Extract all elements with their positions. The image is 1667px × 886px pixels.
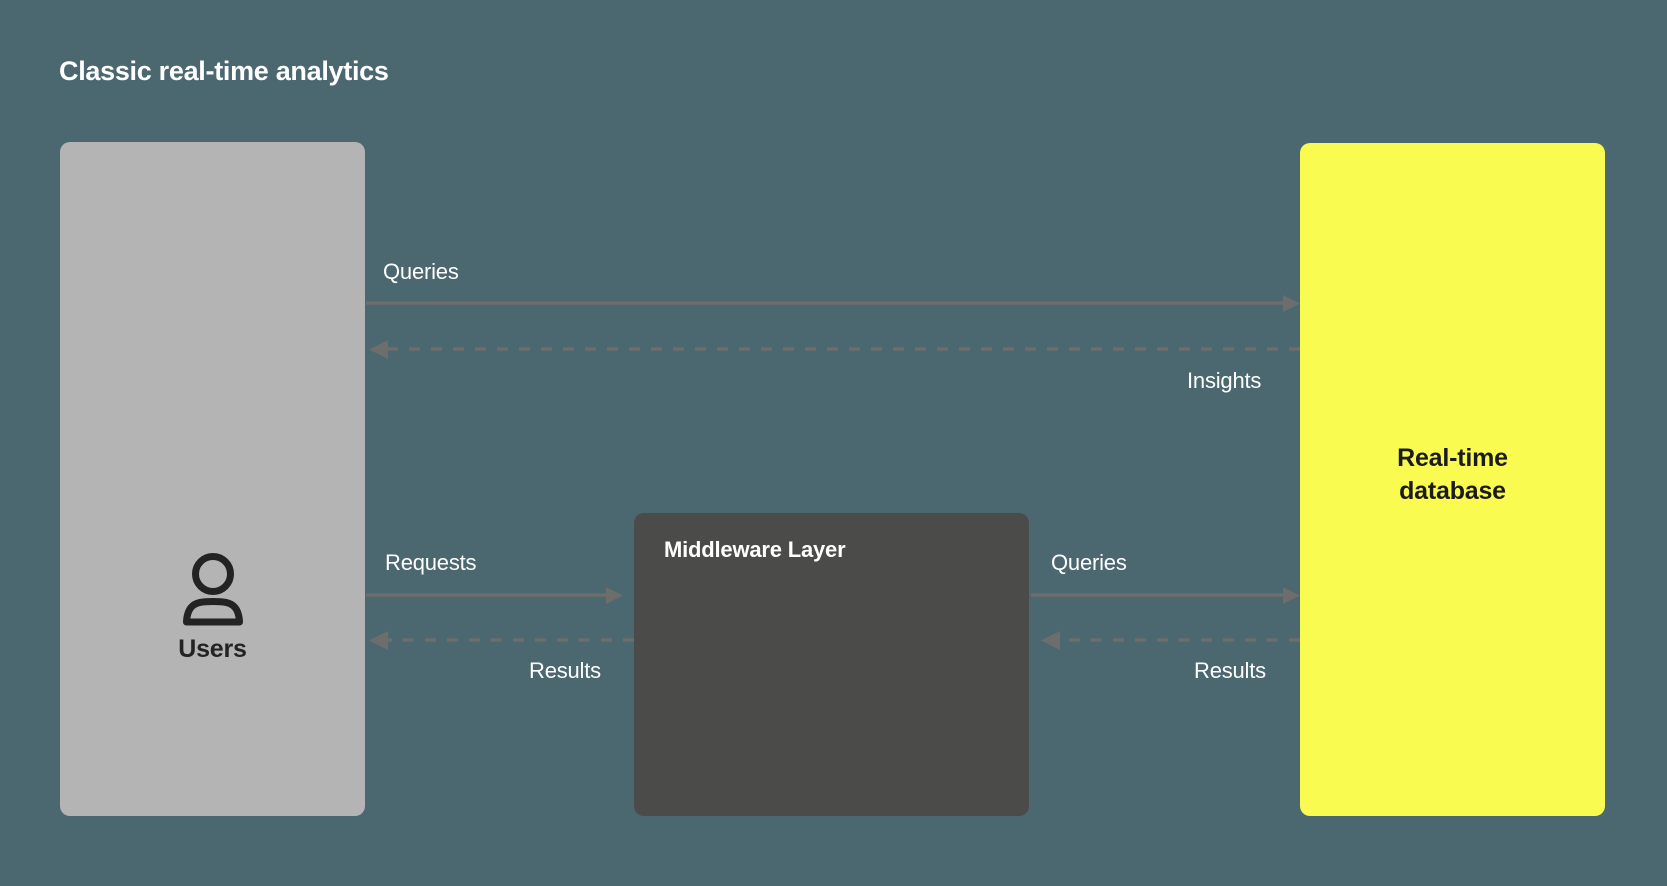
node-users[interactable]: Users: [60, 142, 365, 816]
node-label-database-line1: Real-time: [1397, 444, 1508, 472]
node-label-middleware: Middleware Layer: [664, 537, 846, 562]
edge-label-queries-middleware-database: Queries: [1051, 550, 1127, 575]
edge-label-queries-users-database: Queries: [383, 259, 459, 284]
edge-users-to-middleware-requests: [366, 587, 623, 604]
page-title: Classic real-time analytics: [59, 56, 389, 86]
node-middleware-layer[interactable]: Middleware Layer: [634, 513, 1029, 816]
edge-database-to-middleware-results: [1041, 631, 1300, 650]
edge-label-results-database-middleware: Results: [1194, 658, 1266, 683]
edge-middleware-to-users-results: [369, 631, 634, 650]
node-label-database: Real-time database: [1300, 442, 1605, 508]
edge-label-insights: Insights: [1187, 368, 1262, 393]
edge-users-to-database-queries: [366, 295, 1300, 312]
edge-label-requests: Requests: [385, 550, 477, 575]
node-label-database-line2: database: [1399, 477, 1506, 505]
edge-middleware-to-database-queries: [1031, 587, 1300, 604]
node-label-users: Users: [178, 635, 247, 663]
users-node-content: Users: [60, 551, 365, 664]
edge-database-to-users-insights: [369, 340, 1300, 359]
user-icon: [182, 553, 243, 626]
edge-label-results-middleware-users: Results: [529, 658, 601, 683]
node-realtime-database[interactable]: Real-time database: [1300, 143, 1605, 816]
